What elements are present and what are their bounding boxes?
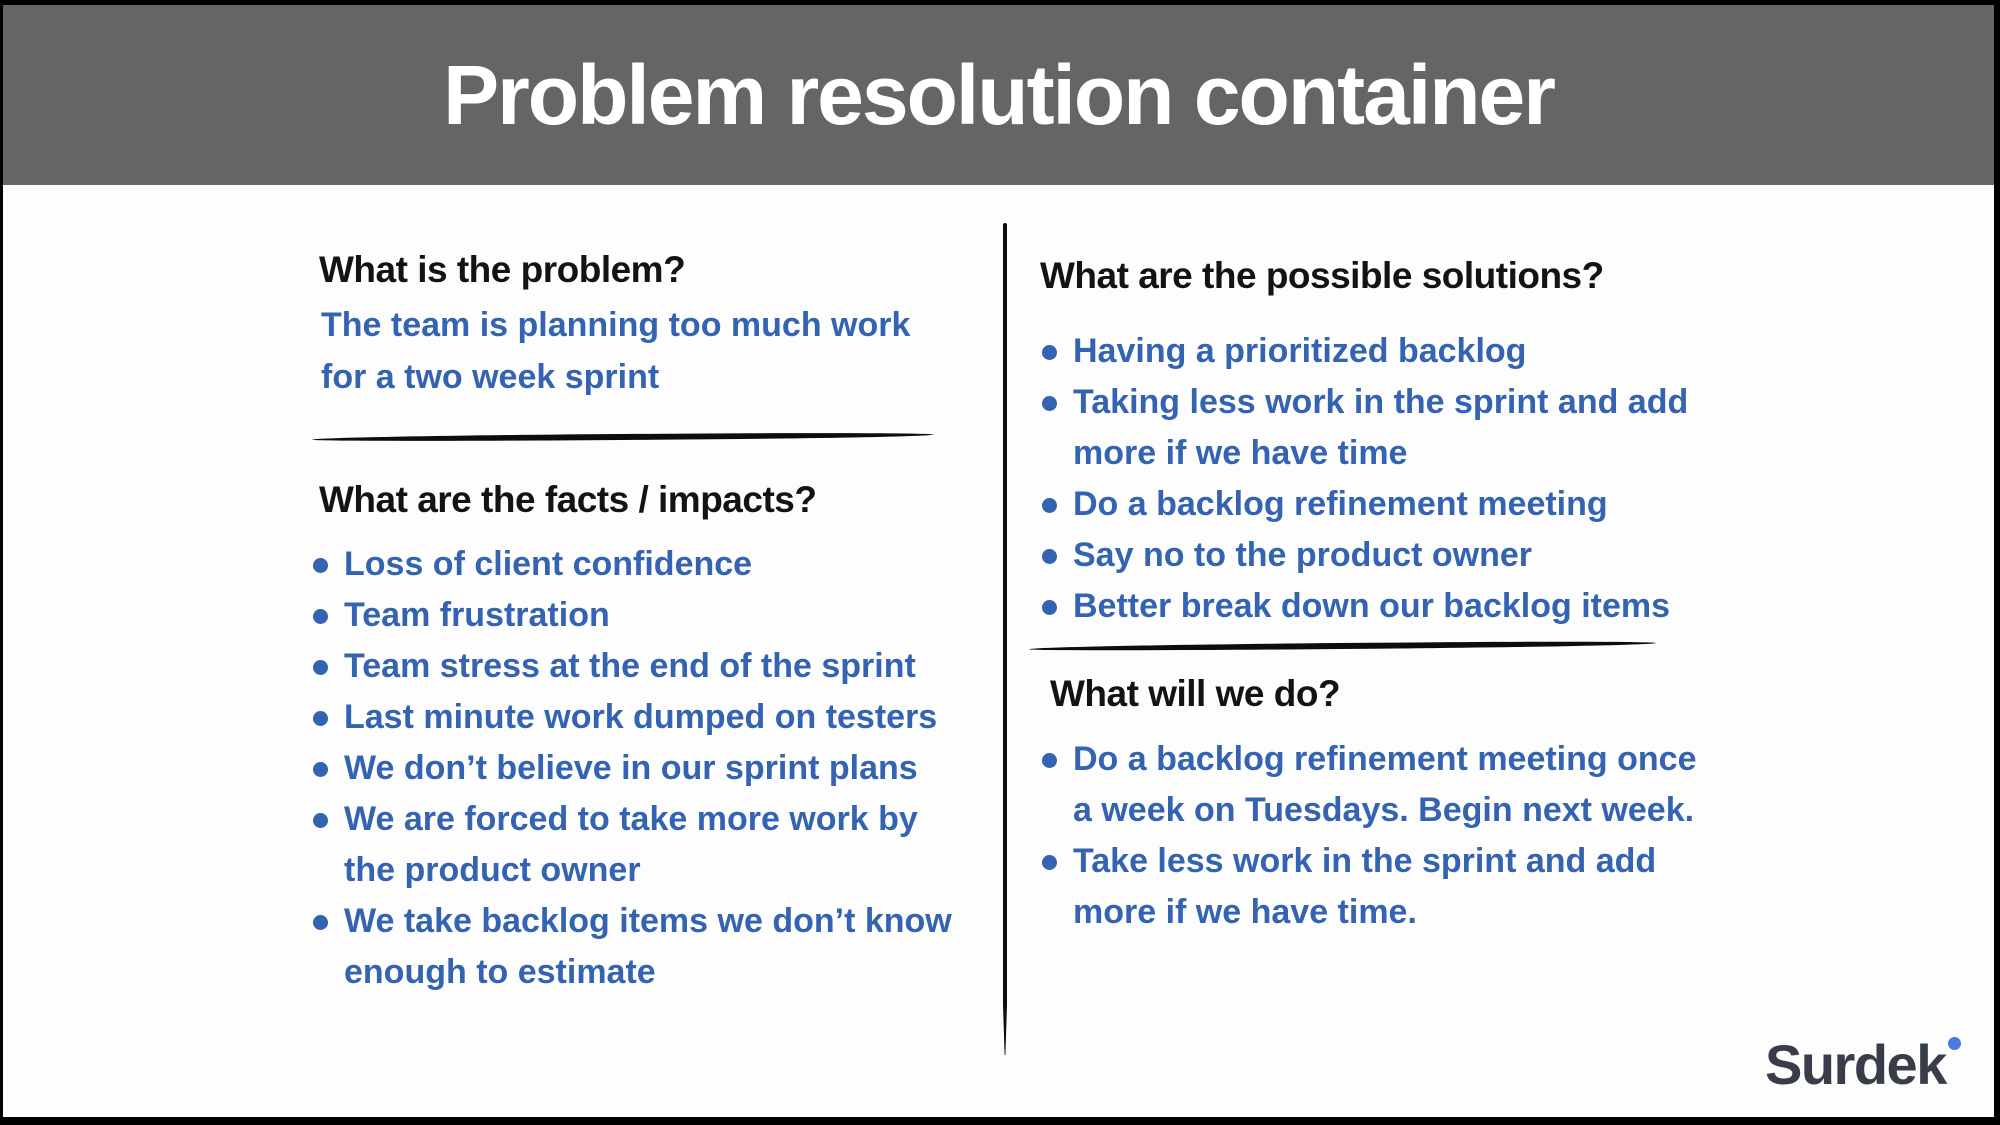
logo-dot-icon <box>1947 1037 1961 1050</box>
list-item: Team frustration <box>313 590 952 641</box>
title-bar: Problem resolution container <box>3 5 1994 185</box>
bullet-dot <box>313 813 328 828</box>
list-item-text: Taking less work in the sprint and add m… <box>1073 383 1689 472</box>
bullet-dot <box>1042 345 1057 360</box>
problem-heading: What is the problem? <box>319 249 686 290</box>
bullet-dot <box>1042 855 1057 870</box>
surdek-logo: Surdek <box>1765 1035 1961 1095</box>
list-item-text: Do a backlog refinement meeting <box>1073 485 1608 523</box>
bullet-dot <box>1042 396 1057 411</box>
bullet-dot <box>1042 753 1057 768</box>
bullet-dot <box>313 660 328 675</box>
list-item: Loss of client confidence <box>313 539 952 590</box>
list-item-text: Having a prioritized backlog <box>1073 332 1527 370</box>
list-item-text: We are forced to take more work by the p… <box>344 800 918 889</box>
bullet-dot <box>1042 498 1057 513</box>
bullet-dot <box>1042 600 1057 615</box>
facts-list: Loss of client confidence Team frustrati… <box>313 539 952 998</box>
bullet-dot <box>313 609 328 624</box>
list-item-text: Say no to the product owner <box>1073 536 1533 574</box>
list-item-text: Team stress at the end of the sprint <box>344 647 916 685</box>
list-item: Take less work in the sprint and add mor… <box>1042 836 1696 938</box>
list-item: Team stress at the end of the sprint <box>313 641 952 692</box>
bullet-dot <box>313 711 328 726</box>
bullet-dot <box>1042 549 1057 564</box>
list-item: Last minute work dumped on testers <box>313 692 952 743</box>
bullet-dot <box>313 915 328 930</box>
list-item: Say no to the product owner <box>1042 530 1688 581</box>
list-item-text: Loss of client confidence <box>344 545 753 583</box>
slide-title: Problem resolution container <box>443 47 1556 142</box>
solutions-list: Having a prioritized backlog Taking less… <box>1042 326 1688 632</box>
list-item: We are forced to take more work by the p… <box>313 794 952 896</box>
list-item-text: Team frustration <box>344 596 610 634</box>
list-item-text: Do a backlog refinement meeting once a w… <box>1073 740 1697 829</box>
list-item: Taking less work in the sprint and add m… <box>1042 377 1688 479</box>
horizontal-divider-left <box>311 432 935 442</box>
list-item-text: We take backlog items we don’t know enou… <box>344 902 952 991</box>
list-item: Better break down our backlog items <box>1042 581 1688 632</box>
list-item: We don’t believe in our sprint plans <box>313 743 952 794</box>
solutions-heading: What are the possible solutions? <box>1040 255 1604 296</box>
plan-heading: What will we do? <box>1050 673 1341 714</box>
problem-answer: The team is planning too much work for a… <box>321 306 911 396</box>
list-item-text: Take less work in the sprint and add mor… <box>1073 842 1657 931</box>
list-item-text: We don’t believe in our sprint plans <box>344 749 918 787</box>
list-item: Do a backlog refinement meeting once a w… <box>1042 734 1696 836</box>
list-item: Do a backlog refinement meeting <box>1042 479 1688 530</box>
list-item: We take backlog items we don’t know enou… <box>313 896 952 998</box>
list-item: Having a prioritized backlog <box>1042 326 1688 377</box>
bullet-dot <box>313 558 328 573</box>
facts-heading: What are the facts / impacts? <box>319 479 817 520</box>
vertical-divider <box>1003 223 1007 1055</box>
horizontal-divider-right <box>1028 640 1657 652</box>
list-item-text: Last minute work dumped on testers <box>344 698 938 736</box>
list-item-text: Better break down our backlog items <box>1073 587 1671 625</box>
surdek-logo-text: Surdek <box>1765 1033 1947 1096</box>
bullet-dot <box>313 762 328 777</box>
plan-list: Do a backlog refinement meeting once a w… <box>1042 734 1696 938</box>
